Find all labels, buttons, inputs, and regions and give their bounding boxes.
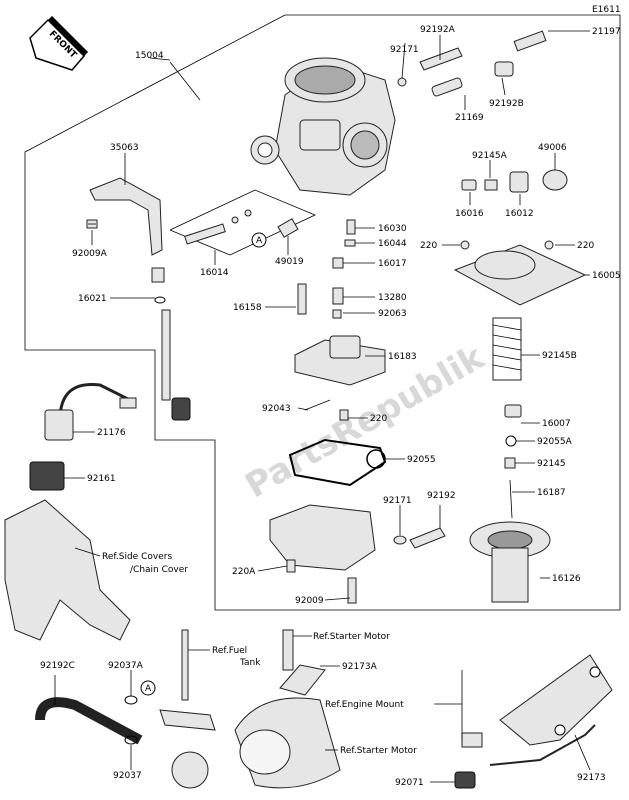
- float-16183: [294, 335, 386, 386]
- choke-cable-16021: [151, 267, 191, 421]
- clip-92037: [124, 735, 138, 745]
- callout-a-bottom: [140, 680, 156, 696]
- label-92192c: 92192C: [40, 661, 75, 671]
- label-ref-starter-motor-bottom: Ref.Starter Motor: [340, 746, 417, 756]
- vacuum-piston-16126: [469, 521, 551, 603]
- screw-92009a: [86, 219, 98, 229]
- label-16012: 16012: [505, 209, 534, 219]
- label-chain-cover: /Chain Cover: [130, 565, 188, 575]
- label-92173a: 92173A: [342, 662, 378, 672]
- label-15004: 15004: [135, 51, 164, 61]
- callout-a-top-text: A: [256, 236, 263, 246]
- label-92171-bottom: 92171: [383, 496, 412, 506]
- label-92055: 92055: [407, 455, 436, 465]
- part-labels: 15004 92171 92192A 21197 21169 92192B 35…: [40, 25, 621, 788]
- label-92192: 92192: [427, 491, 456, 501]
- label-16005: 16005: [592, 271, 621, 281]
- clip-92037a: [124, 695, 138, 705]
- label-92161: 92161: [87, 474, 116, 484]
- label-49019: 49019: [275, 257, 304, 267]
- spring-92145b: [492, 317, 522, 381]
- label-21197: 21197: [592, 27, 621, 37]
- label-16017: 16017: [378, 259, 407, 269]
- label-92192a: 92192A: [420, 25, 456, 35]
- label-92037a: 92037A: [108, 661, 144, 671]
- diaphragm-cover-16005: [453, 240, 587, 306]
- assembly-frame: [24, 14, 621, 611]
- fuel-tap: [159, 629, 216, 789]
- label-21176: 21176: [97, 428, 126, 438]
- diagram-code: E1611: [592, 5, 621, 15]
- label-16126: 16126: [552, 574, 581, 584]
- label-92009a: 92009A: [72, 249, 108, 259]
- callout-a-top: [251, 232, 267, 248]
- label-16183: 16183: [388, 352, 417, 362]
- label-92009: 92009: [295, 596, 324, 606]
- plate-92173a: [279, 664, 326, 696]
- label-220-right: 220: [577, 241, 594, 251]
- label-220-left: 220: [420, 241, 437, 251]
- label-16044: 16044: [378, 239, 407, 249]
- label-16014: 16014: [200, 268, 229, 278]
- float-bowl: [269, 504, 376, 571]
- starter-housing: [234, 697, 341, 789]
- part-49019: [277, 218, 299, 238]
- callout-a-bottom-text: A: [145, 684, 152, 694]
- label-92173: 92173: [577, 773, 606, 783]
- leader-lines: [54, 30, 591, 783]
- throttle-screw-16014: [184, 209, 252, 245]
- label-92145: 92145: [537, 459, 566, 469]
- label-92145b: 92145B: [542, 351, 577, 361]
- label-35063: 35063: [110, 143, 139, 153]
- carburetor-body: [250, 57, 396, 196]
- throttle-cable-parts: [397, 30, 547, 97]
- label-ref-starter-motor-top: Ref.Starter Motor: [313, 632, 390, 642]
- label-21169: 21169: [455, 113, 484, 123]
- frame-side-cover: [4, 499, 131, 641]
- label-16030: 16030: [378, 224, 407, 234]
- label-220-mid: 220: [370, 414, 387, 424]
- label-92071: 92071: [395, 778, 424, 788]
- label-ref-engine-mount: Ref.Engine Mount: [325, 700, 404, 710]
- label-ref-side-covers: Ref.Side Covers: [102, 552, 172, 562]
- label-92145a: 92145A: [472, 151, 508, 161]
- wiring-21176: [29, 382, 137, 491]
- label-49006: 49006: [538, 143, 567, 153]
- label-ref-fuel: Ref.Fuel: [212, 646, 247, 656]
- choke-parts: [461, 169, 568, 193]
- label-tank: Tank: [239, 658, 261, 668]
- jet-column: [297, 219, 356, 319]
- label-220a: 220A: [232, 567, 256, 577]
- label-92192b: 92192B: [489, 99, 524, 109]
- bracket-35063: [89, 177, 163, 256]
- label-16158: 16158: [233, 303, 262, 313]
- label-16021: 16021: [78, 294, 107, 304]
- label-92037: 92037: [113, 771, 142, 781]
- label-16007: 16007: [542, 419, 571, 429]
- label-13280: 13280: [378, 293, 407, 303]
- fuel-hose-92192c: [35, 697, 143, 745]
- label-16016: 16016: [455, 209, 484, 219]
- label-92063: 92063: [378, 309, 407, 319]
- label-92171-top: 92171: [390, 45, 419, 55]
- front-arrow-icon: FRONT: [29, 16, 88, 71]
- bolt-starter: [282, 629, 294, 671]
- engine-mount-bracket: [454, 654, 613, 789]
- label-92043: 92043: [262, 404, 291, 414]
- label-92055a: 92055A: [537, 437, 573, 447]
- label-16187: 16187: [537, 488, 566, 498]
